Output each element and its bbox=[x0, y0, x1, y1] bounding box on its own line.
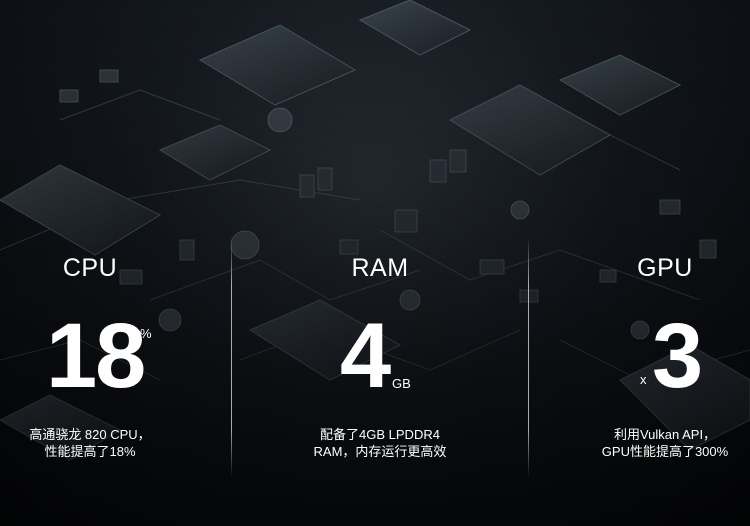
gpu-description-line-2: GPU性能提高了300% bbox=[601, 444, 729, 459]
cpu-title: CPU bbox=[62, 254, 118, 282]
gpu-title: GPU bbox=[637, 254, 693, 282]
gpu-value: 3 bbox=[652, 305, 703, 407]
ram-unit: GB bbox=[392, 376, 411, 391]
cpu-description: 高通骁龙 820 CPU， 性能提高了18% bbox=[0, 426, 210, 460]
cpu-feature: CPU 18 % 高通骁龙 820 CPU， 性能提高了18% bbox=[0, 0, 210, 526]
cpu-value: 18 bbox=[46, 305, 146, 407]
divider-left bbox=[231, 237, 232, 477]
gpu-description-line-1: 利用Vulkan API， bbox=[613, 427, 717, 442]
gpu-feature: GPU x 3 利用Vulkan API， GPU性能提高了300% bbox=[545, 0, 750, 526]
ram-value: 4 bbox=[340, 305, 391, 407]
gpu-description: 利用Vulkan API， GPU性能提高了300% bbox=[545, 426, 750, 460]
divider-right bbox=[528, 237, 529, 477]
cpu-description-line-2: 性能提高了18% bbox=[44, 444, 136, 459]
gpu-unit: x bbox=[640, 372, 647, 387]
cpu-description-line-1: 高通骁龙 820 CPU， bbox=[29, 427, 151, 442]
ram-description-line-2: RAM，内存运行更高效 bbox=[313, 444, 447, 459]
ram-description-line-1: 配备了4GB LPDDR4 bbox=[320, 427, 440, 442]
cpu-unit: % bbox=[140, 326, 152, 341]
ram-description: 配备了4GB LPDDR4 RAM，内存运行更高效 bbox=[260, 426, 500, 460]
ram-title: RAM bbox=[351, 254, 409, 282]
ram-feature: RAM 4 GB 配备了4GB LPDDR4 RAM，内存运行更高效 bbox=[260, 0, 500, 526]
